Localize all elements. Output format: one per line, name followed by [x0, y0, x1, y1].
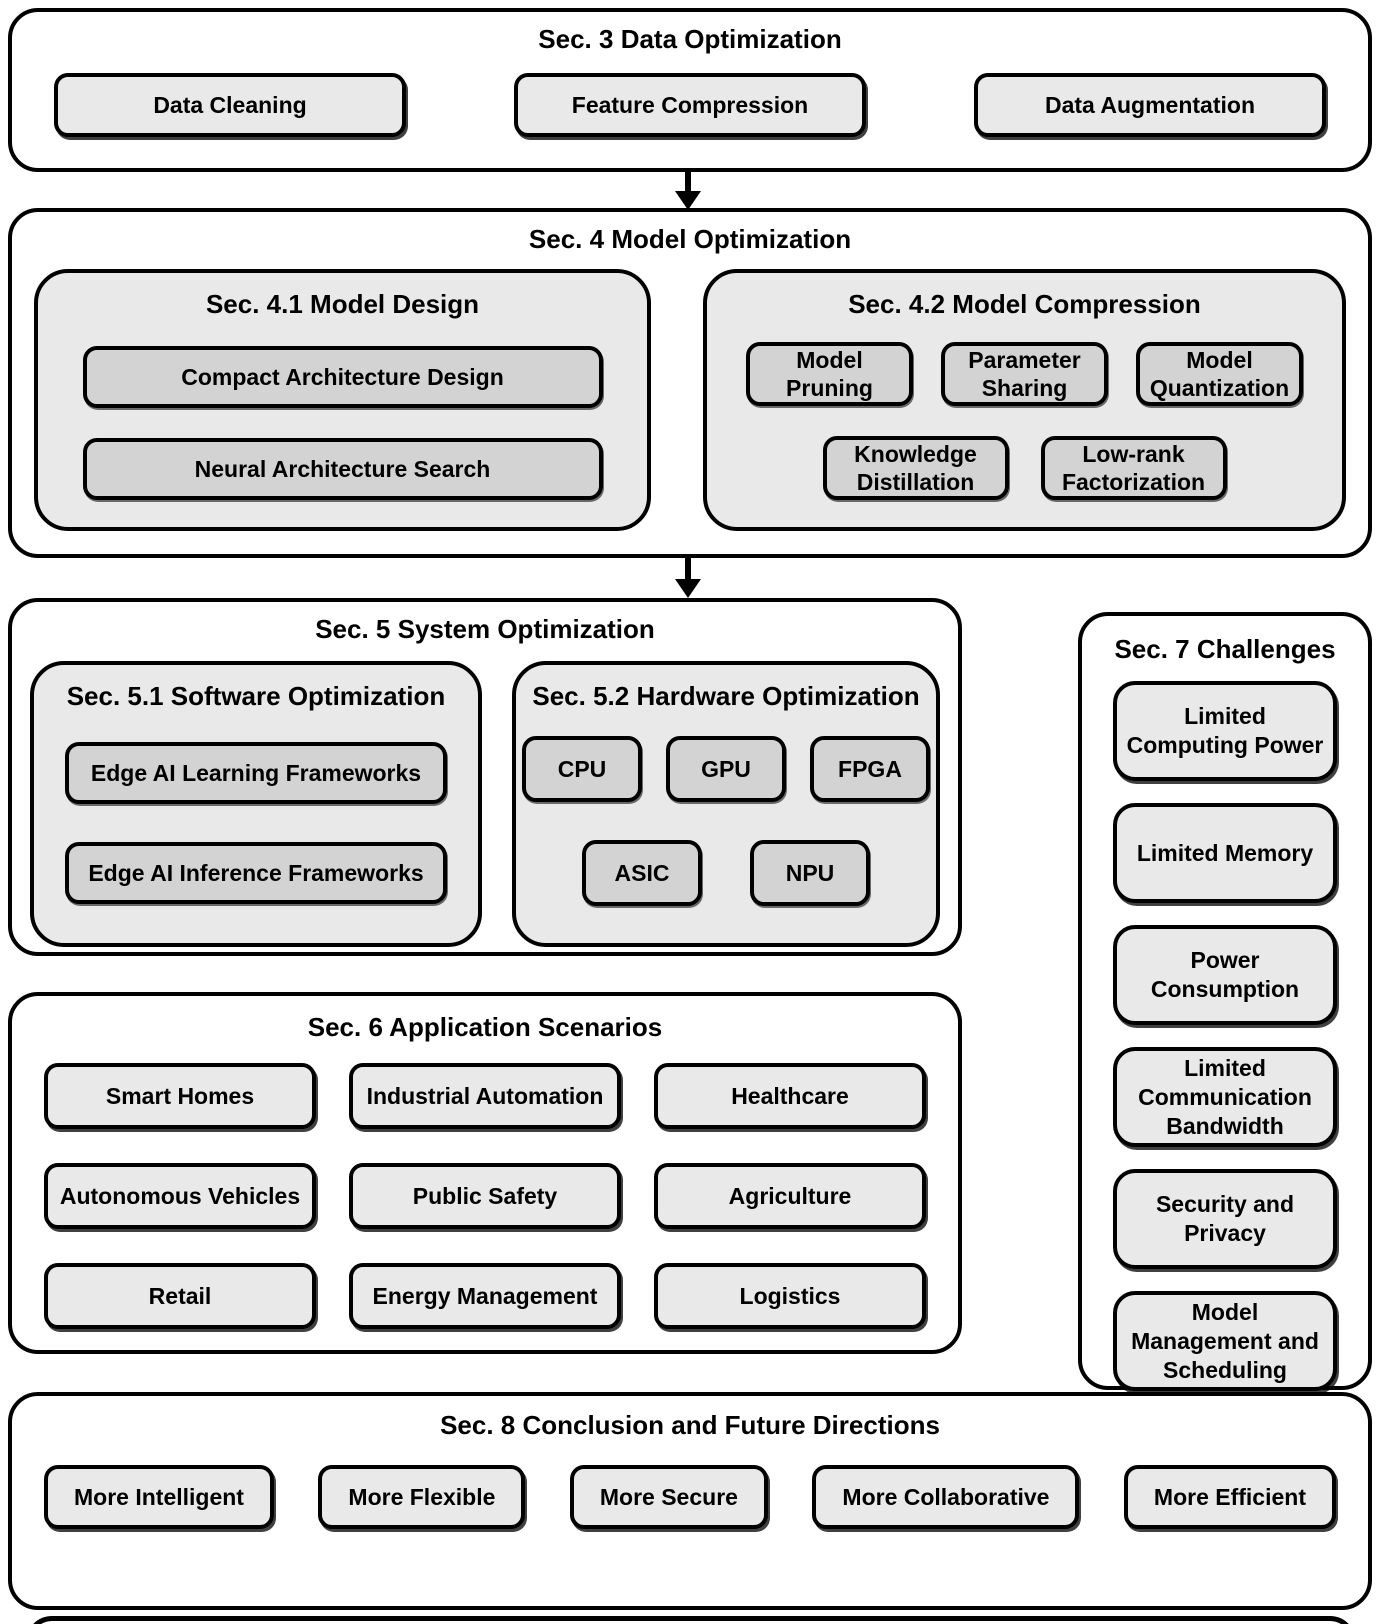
section-title: Sec. 5 System Optimization	[315, 614, 655, 644]
node-model-quantization: Model Quantization	[1136, 342, 1303, 407]
node-asic: ASIC	[582, 840, 702, 907]
node-fpga: FPGA	[810, 736, 930, 803]
panel-model-compression: Sec. 4.2 Model Compression Model Pruning…	[703, 269, 1346, 532]
node-energy-management: Energy Management	[349, 1263, 621, 1330]
panel-title: Sec. 4.2 Model Compression	[848, 289, 1201, 320]
section-model-optimization: Sec. 4 Model Optimization Sec. 4.1 Model…	[8, 208, 1372, 558]
software-items: Edge AI Learning Frameworks Edge AI Infe…	[34, 742, 478, 905]
node-logistics: Logistics	[654, 1263, 926, 1330]
node-retail: Retail	[44, 1263, 316, 1330]
data-optimization-items: Data Cleaning Feature Compression Data A…	[12, 55, 1368, 138]
node-agriculture: Agriculture	[654, 1163, 926, 1230]
model-optimization-body: Sec. 4.1 Model Design Compact Architectu…	[12, 255, 1368, 532]
node-security-and-privacy: Security and Privacy	[1113, 1169, 1337, 1270]
application-items: Smart Homes Industrial Automation Health…	[12, 1043, 958, 1330]
section-application-scenarios: Sec. 6 Application Scenarios Smart Homes…	[8, 992, 962, 1354]
node-limited-memory: Limited Memory	[1113, 803, 1337, 904]
node-parameter-sharing: Parameter Sharing	[941, 342, 1108, 407]
panel-title: Sec. 5.1 Software Optimization	[66, 681, 446, 712]
node-more-secure: More Secure	[569, 1465, 768, 1530]
node-public-safety: Public Safety	[349, 1163, 621, 1230]
node-power-consumption: Power Consumption	[1113, 925, 1337, 1026]
section-conclusion-future-directions: Sec. 8 Conclusion and Future Directions …	[8, 1392, 1372, 1610]
node-more-flexible: More Flexible	[318, 1465, 526, 1530]
section-data-optimization: Sec. 3 Data Optimization Data Cleaning F…	[8, 8, 1372, 172]
node-healthcare: Healthcare	[654, 1063, 926, 1130]
node-npu: NPU	[750, 840, 870, 907]
node-compact-architecture-design: Compact Architecture Design	[82, 346, 603, 409]
panel-model-design: Sec. 4.1 Model Design Compact Architectu…	[34, 269, 651, 532]
section-title: Sec. 8 Conclusion and Future Directions	[440, 1410, 940, 1440]
panel-software-optimization: Sec. 5.1 Software Optimization Edge AI L…	[30, 661, 482, 948]
section-title: Sec. 6 Application Scenarios	[307, 1012, 663, 1042]
node-limited-communication-bandwidth: Limited Communication Bandwidth	[1113, 1047, 1337, 1148]
node-neural-architecture-search: Neural Architecture Search	[82, 438, 603, 501]
arrow-down-icon	[672, 556, 704, 598]
node-edge-ai-learning-frameworks: Edge AI Learning Frameworks	[65, 742, 447, 805]
node-data-augmentation: Data Augmentation	[974, 73, 1326, 138]
section-title: Sec. 3 Data Optimization	[538, 24, 842, 54]
model-design-items: Compact Architecture Design Neural Archi…	[38, 346, 647, 501]
section-system-optimization: Sec. 5 System Optimization Sec. 5.1 Soft…	[8, 598, 962, 956]
node-gpu: GPU	[666, 736, 786, 803]
node-more-intelligent: More Intelligent	[44, 1465, 274, 1530]
model-compression-row1: Model Pruning Parameter Sharing Model Qu…	[707, 342, 1342, 407]
node-model-pruning: Model Pruning	[746, 342, 913, 407]
node-feature-compression: Feature Compression	[514, 73, 866, 138]
node-industrial-automation: Industrial Automation	[349, 1063, 621, 1130]
model-compression-row2: Knowledge Distillation Low-rank Factoriz…	[707, 436, 1342, 501]
panel-hardware-optimization: Sec. 5.2 Hardware Optimization CPU GPU F…	[512, 661, 940, 948]
node-autonomous-vehicles: Autonomous Vehicles	[44, 1163, 316, 1230]
node-model-management-and-scheduling: Model Management and Scheduling	[1113, 1291, 1337, 1392]
section-title: Sec. 7 Challenges	[1114, 634, 1336, 664]
node-limited-computing-power: Limited Computing Power	[1113, 681, 1337, 782]
node-edge-ai-inference-frameworks: Edge AI Inference Frameworks	[65, 842, 447, 905]
hardware-row1: CPU GPU FPGA	[516, 736, 936, 803]
node-cpu: CPU	[522, 736, 642, 803]
node-low-rank-factorization: Low-rank Factorization	[1040, 436, 1227, 501]
section-challenges: Sec. 7 Challenges Limited Computing Powe…	[1078, 612, 1372, 1392]
node-knowledge-distillation: Knowledge Distillation	[822, 436, 1009, 501]
arrow-down-icon	[672, 170, 704, 210]
challenges-items: Limited Computing Power Limited Memory P…	[1082, 681, 1368, 1392]
system-optimization-body: Sec. 5.1 Software Optimization Edge AI L…	[12, 645, 958, 948]
cropped-next-box-edge	[26, 1616, 1356, 1624]
node-data-cleaning: Data Cleaning	[54, 73, 406, 138]
section-title: Sec. 4 Model Optimization	[528, 224, 852, 254]
node-smart-homes: Smart Homes	[44, 1063, 316, 1130]
node-more-collaborative: More Collaborative	[812, 1465, 1080, 1530]
hardware-row2: ASIC NPU	[516, 840, 936, 907]
panel-title: Sec. 5.2 Hardware Optimization	[532, 681, 920, 712]
conclusion-items: More Intelligent More Flexible More Secu…	[12, 1441, 1368, 1530]
panel-title: Sec. 4.1 Model Design	[205, 289, 480, 320]
node-more-efficient: More Efficient	[1123, 1465, 1336, 1530]
